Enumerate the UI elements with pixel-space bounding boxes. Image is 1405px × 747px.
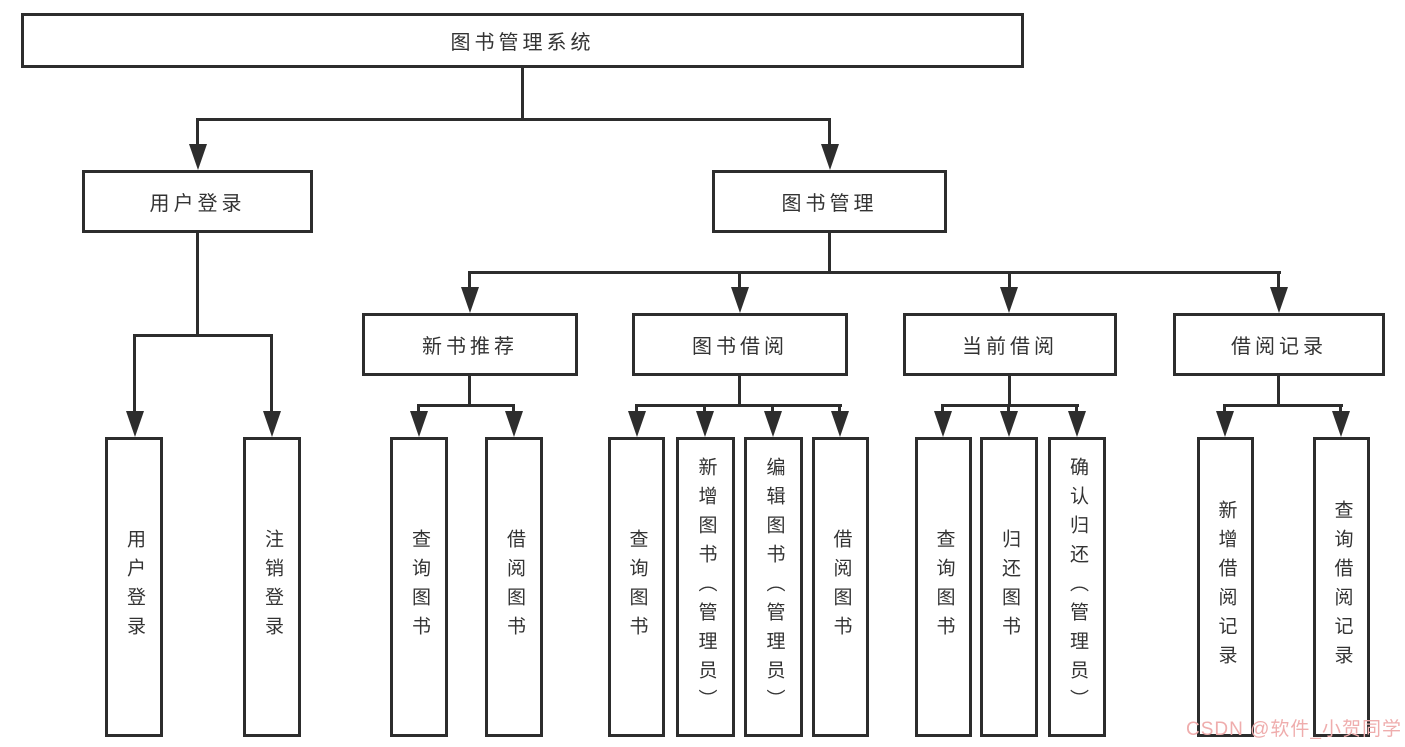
leaf-edit-book-admin-label: 编辑图书（管理员） bbox=[763, 456, 785, 718]
connector-line bbox=[196, 118, 199, 146]
node-borrow-records-label: 借阅记录 bbox=[1231, 336, 1327, 358]
arrow-down-icon bbox=[189, 144, 207, 170]
leaf-user-login: 用户登录 bbox=[105, 437, 163, 737]
leaf-query-book-2-label: 查询图书 bbox=[626, 529, 648, 645]
leaf-return-book-label: 归还图书 bbox=[998, 529, 1020, 645]
connector-line bbox=[941, 404, 944, 414]
node-book-management: 图书管理 bbox=[712, 170, 947, 233]
connector-line bbox=[133, 334, 273, 337]
arrow-down-icon bbox=[1270, 287, 1288, 313]
node-new-book-recommend: 新书推荐 bbox=[362, 313, 578, 376]
leaf-add-book-admin-label: 新增图书（管理员） bbox=[695, 456, 717, 718]
node-book-borrow: 图书借阅 bbox=[632, 313, 848, 376]
connector-line bbox=[468, 271, 471, 291]
connector-line bbox=[270, 334, 273, 413]
connector-line bbox=[1008, 376, 1011, 406]
leaf-add-borrow-record: 新增借阅记录 bbox=[1197, 437, 1254, 737]
connector-line bbox=[738, 376, 741, 406]
node-current-borrow: 当前借阅 bbox=[903, 313, 1117, 376]
node-book-borrow-label: 图书借阅 bbox=[692, 336, 788, 358]
connector-line bbox=[1223, 404, 1343, 407]
leaf-add-borrow-record-label: 新增借阅记录 bbox=[1215, 500, 1237, 674]
arrow-down-icon bbox=[821, 144, 839, 170]
node-book-management-label: 图书管理 bbox=[781, 193, 878, 215]
leaf-user-login-label: 用户登录 bbox=[123, 529, 145, 645]
connector-line bbox=[468, 376, 471, 406]
node-new-book-recommend-label: 新书推荐 bbox=[422, 336, 518, 358]
arrow-down-icon bbox=[461, 287, 479, 313]
arrow-down-icon bbox=[505, 411, 523, 437]
csdn-watermark: CSDN @软件_小贺同学 bbox=[1186, 719, 1402, 740]
leaf-logout: 注销登录 bbox=[243, 437, 301, 737]
connector-line bbox=[521, 68, 524, 121]
connector-line bbox=[468, 271, 1281, 274]
arrow-down-icon bbox=[764, 411, 782, 437]
connector-line bbox=[1075, 404, 1078, 414]
node-user-login-label: 用户登录 bbox=[149, 193, 246, 215]
leaf-logout-label: 注销登录 bbox=[261, 529, 283, 645]
arrow-down-icon bbox=[410, 411, 428, 437]
connector-line bbox=[196, 233, 199, 336]
connector-line bbox=[512, 404, 515, 414]
connector-line bbox=[941, 404, 1079, 407]
leaf-borrow-book-2: 借阅图书 bbox=[812, 437, 869, 737]
connector-line bbox=[1277, 271, 1280, 291]
arrow-down-icon bbox=[628, 411, 646, 437]
node-borrow-records: 借阅记录 bbox=[1173, 313, 1385, 376]
arrow-down-icon bbox=[731, 287, 749, 313]
connector-line bbox=[417, 404, 515, 407]
connector-line bbox=[1008, 271, 1011, 291]
leaf-borrow-book-1-label: 借阅图书 bbox=[503, 529, 525, 645]
arrow-down-icon bbox=[1216, 411, 1234, 437]
connector-line bbox=[1339, 404, 1342, 414]
connector-line bbox=[1007, 404, 1010, 414]
leaf-query-borrow-record-label: 查询借阅记录 bbox=[1331, 500, 1353, 674]
connector-line bbox=[1223, 404, 1226, 414]
node-root: 图书管理系统 bbox=[21, 13, 1024, 68]
connector-line bbox=[703, 404, 706, 414]
arrow-down-icon bbox=[934, 411, 952, 437]
arrow-down-icon bbox=[1332, 411, 1350, 437]
leaf-add-book-admin: 新增图书（管理员） bbox=[676, 437, 735, 737]
leaf-query-book-1-label: 查询图书 bbox=[408, 529, 430, 645]
leaf-borrow-book-1: 借阅图书 bbox=[485, 437, 543, 737]
leaf-query-book-1: 查询图书 bbox=[390, 437, 448, 737]
connector-line bbox=[635, 404, 638, 414]
node-root-label: 图书管理系统 bbox=[450, 32, 595, 54]
arrow-down-icon bbox=[126, 411, 144, 437]
arrow-down-icon bbox=[696, 411, 714, 437]
leaf-confirm-return-admin: 确认归还（管理员） bbox=[1048, 437, 1106, 737]
connector-line bbox=[133, 334, 136, 413]
leaf-edit-book-admin: 编辑图书（管理员） bbox=[744, 437, 803, 737]
connector-line bbox=[197, 118, 831, 121]
leaf-query-book-3: 查询图书 bbox=[915, 437, 972, 737]
arrow-down-icon bbox=[1000, 287, 1018, 313]
leaf-borrow-book-2-label: 借阅图书 bbox=[830, 529, 852, 645]
arrow-down-icon bbox=[263, 411, 281, 437]
leaf-query-book-3-label: 查询图书 bbox=[933, 529, 955, 645]
node-current-borrow-label: 当前借阅 bbox=[962, 336, 1058, 358]
arrow-down-icon bbox=[1000, 411, 1018, 437]
arrow-down-icon bbox=[1068, 411, 1086, 437]
connector-line bbox=[771, 404, 774, 414]
node-user-login: 用户登录 bbox=[82, 170, 313, 233]
arrow-down-icon bbox=[831, 411, 849, 437]
connector-line bbox=[828, 233, 831, 273]
connector-line bbox=[738, 271, 741, 291]
connector-line bbox=[635, 404, 842, 407]
leaf-confirm-return-admin-label: 确认归还（管理员） bbox=[1066, 456, 1088, 718]
leaf-query-borrow-record: 查询借阅记录 bbox=[1313, 437, 1370, 737]
connector-line bbox=[1277, 376, 1280, 406]
connector-line bbox=[838, 404, 841, 414]
leaf-return-book: 归还图书 bbox=[980, 437, 1038, 737]
connector-line bbox=[828, 118, 831, 146]
leaf-query-book-2: 查询图书 bbox=[608, 437, 665, 737]
connector-line bbox=[417, 404, 420, 414]
